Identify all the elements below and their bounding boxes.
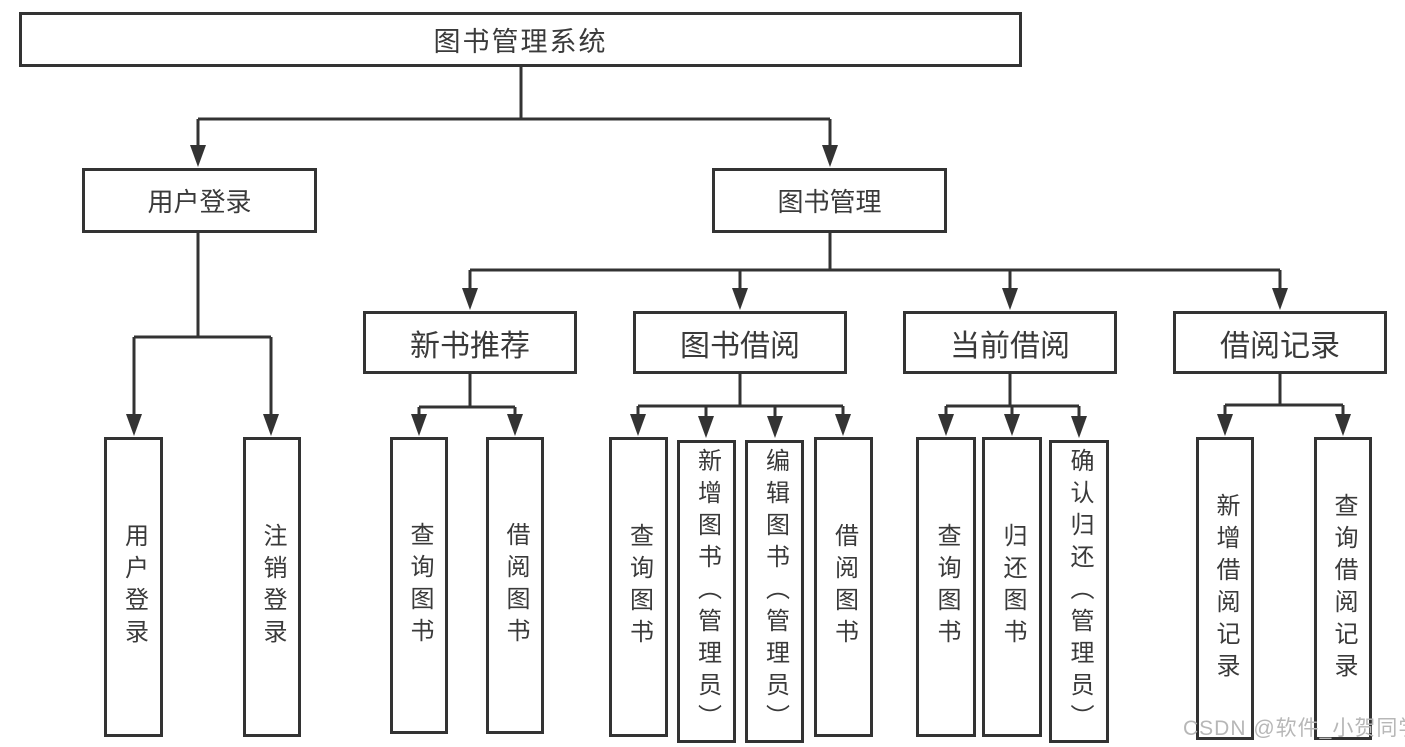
connector-user-login-branch (132, 233, 273, 416)
arrowhead-down-icon (1272, 288, 1288, 310)
arrowhead-down-icon (698, 416, 714, 438)
node-book-management: 图书管理 (712, 168, 947, 233)
leaf-query-books-recommend: 查询图书 (390, 437, 448, 734)
node-book-borrow: 图书借阅 (633, 311, 847, 374)
arrowhead-down-icon (732, 288, 748, 310)
arrowhead-down-icon (767, 416, 783, 438)
connector-root-to-level2 (196, 67, 832, 150)
leaf-confirm-return-admin: 确认归还（管理员） (1049, 440, 1109, 743)
arrowhead-down-icon (1004, 414, 1020, 436)
arrowhead-down-icon (835, 414, 851, 436)
arrowhead-down-icon (1217, 414, 1233, 436)
arrowhead-down-icon (822, 145, 838, 167)
arrowhead-down-icon (263, 414, 279, 436)
connector-current-borrow-branch (944, 374, 1081, 416)
arrowhead-down-icon (411, 414, 427, 436)
connector-paths (132, 67, 1345, 416)
leaf-query-books-borrow: 查询图书 (609, 437, 668, 737)
arrowheads (126, 145, 1351, 438)
arrowhead-down-icon (1071, 416, 1087, 438)
leaf-add-book-admin: 新增图书（管理员） (677, 440, 736, 743)
leaf-query-books-current: 查询图书 (916, 437, 976, 737)
arrowhead-down-icon (126, 414, 142, 436)
leaf-return-book: 归还图书 (982, 437, 1042, 737)
leaf-borrow-books-borrow: 借阅图书 (814, 437, 873, 737)
arrowhead-down-icon (462, 288, 478, 310)
node-current-borrow: 当前借阅 (903, 311, 1117, 374)
connector-new-book-branch (417, 374, 517, 416)
arrowhead-down-icon (630, 414, 646, 436)
node-borrow-record: 借阅记录 (1173, 311, 1387, 374)
leaf-query-borrow-record: 查询借阅记录 (1314, 437, 1372, 740)
leaf-edit-book-admin: 编辑图书（管理员） (745, 440, 804, 743)
node-user-login: 用户登录 (82, 168, 317, 233)
connector-book-management-branch (468, 233, 1282, 290)
connector-book-borrow-branch (636, 374, 845, 416)
arrowhead-down-icon (507, 414, 523, 436)
arrowhead-down-icon (1002, 288, 1018, 310)
watermark: CSDN @软件_小贺同学 (1183, 717, 1405, 740)
node-library-system: 图书管理系统 (19, 12, 1022, 67)
arrowhead-down-icon (190, 145, 206, 167)
leaf-user-login: 用户登录 (104, 437, 163, 737)
leaf-logout: 注销登录 (243, 437, 301, 737)
leaf-add-borrow-record: 新增借阅记录 (1196, 437, 1254, 740)
node-new-book-recommend: 新书推荐 (363, 311, 577, 374)
arrowhead-down-icon (938, 414, 954, 436)
arrowhead-down-icon (1335, 414, 1351, 436)
leaf-borrow-books-recommend: 借阅图书 (486, 437, 544, 734)
connector-borrow-record-branch (1223, 374, 1345, 416)
